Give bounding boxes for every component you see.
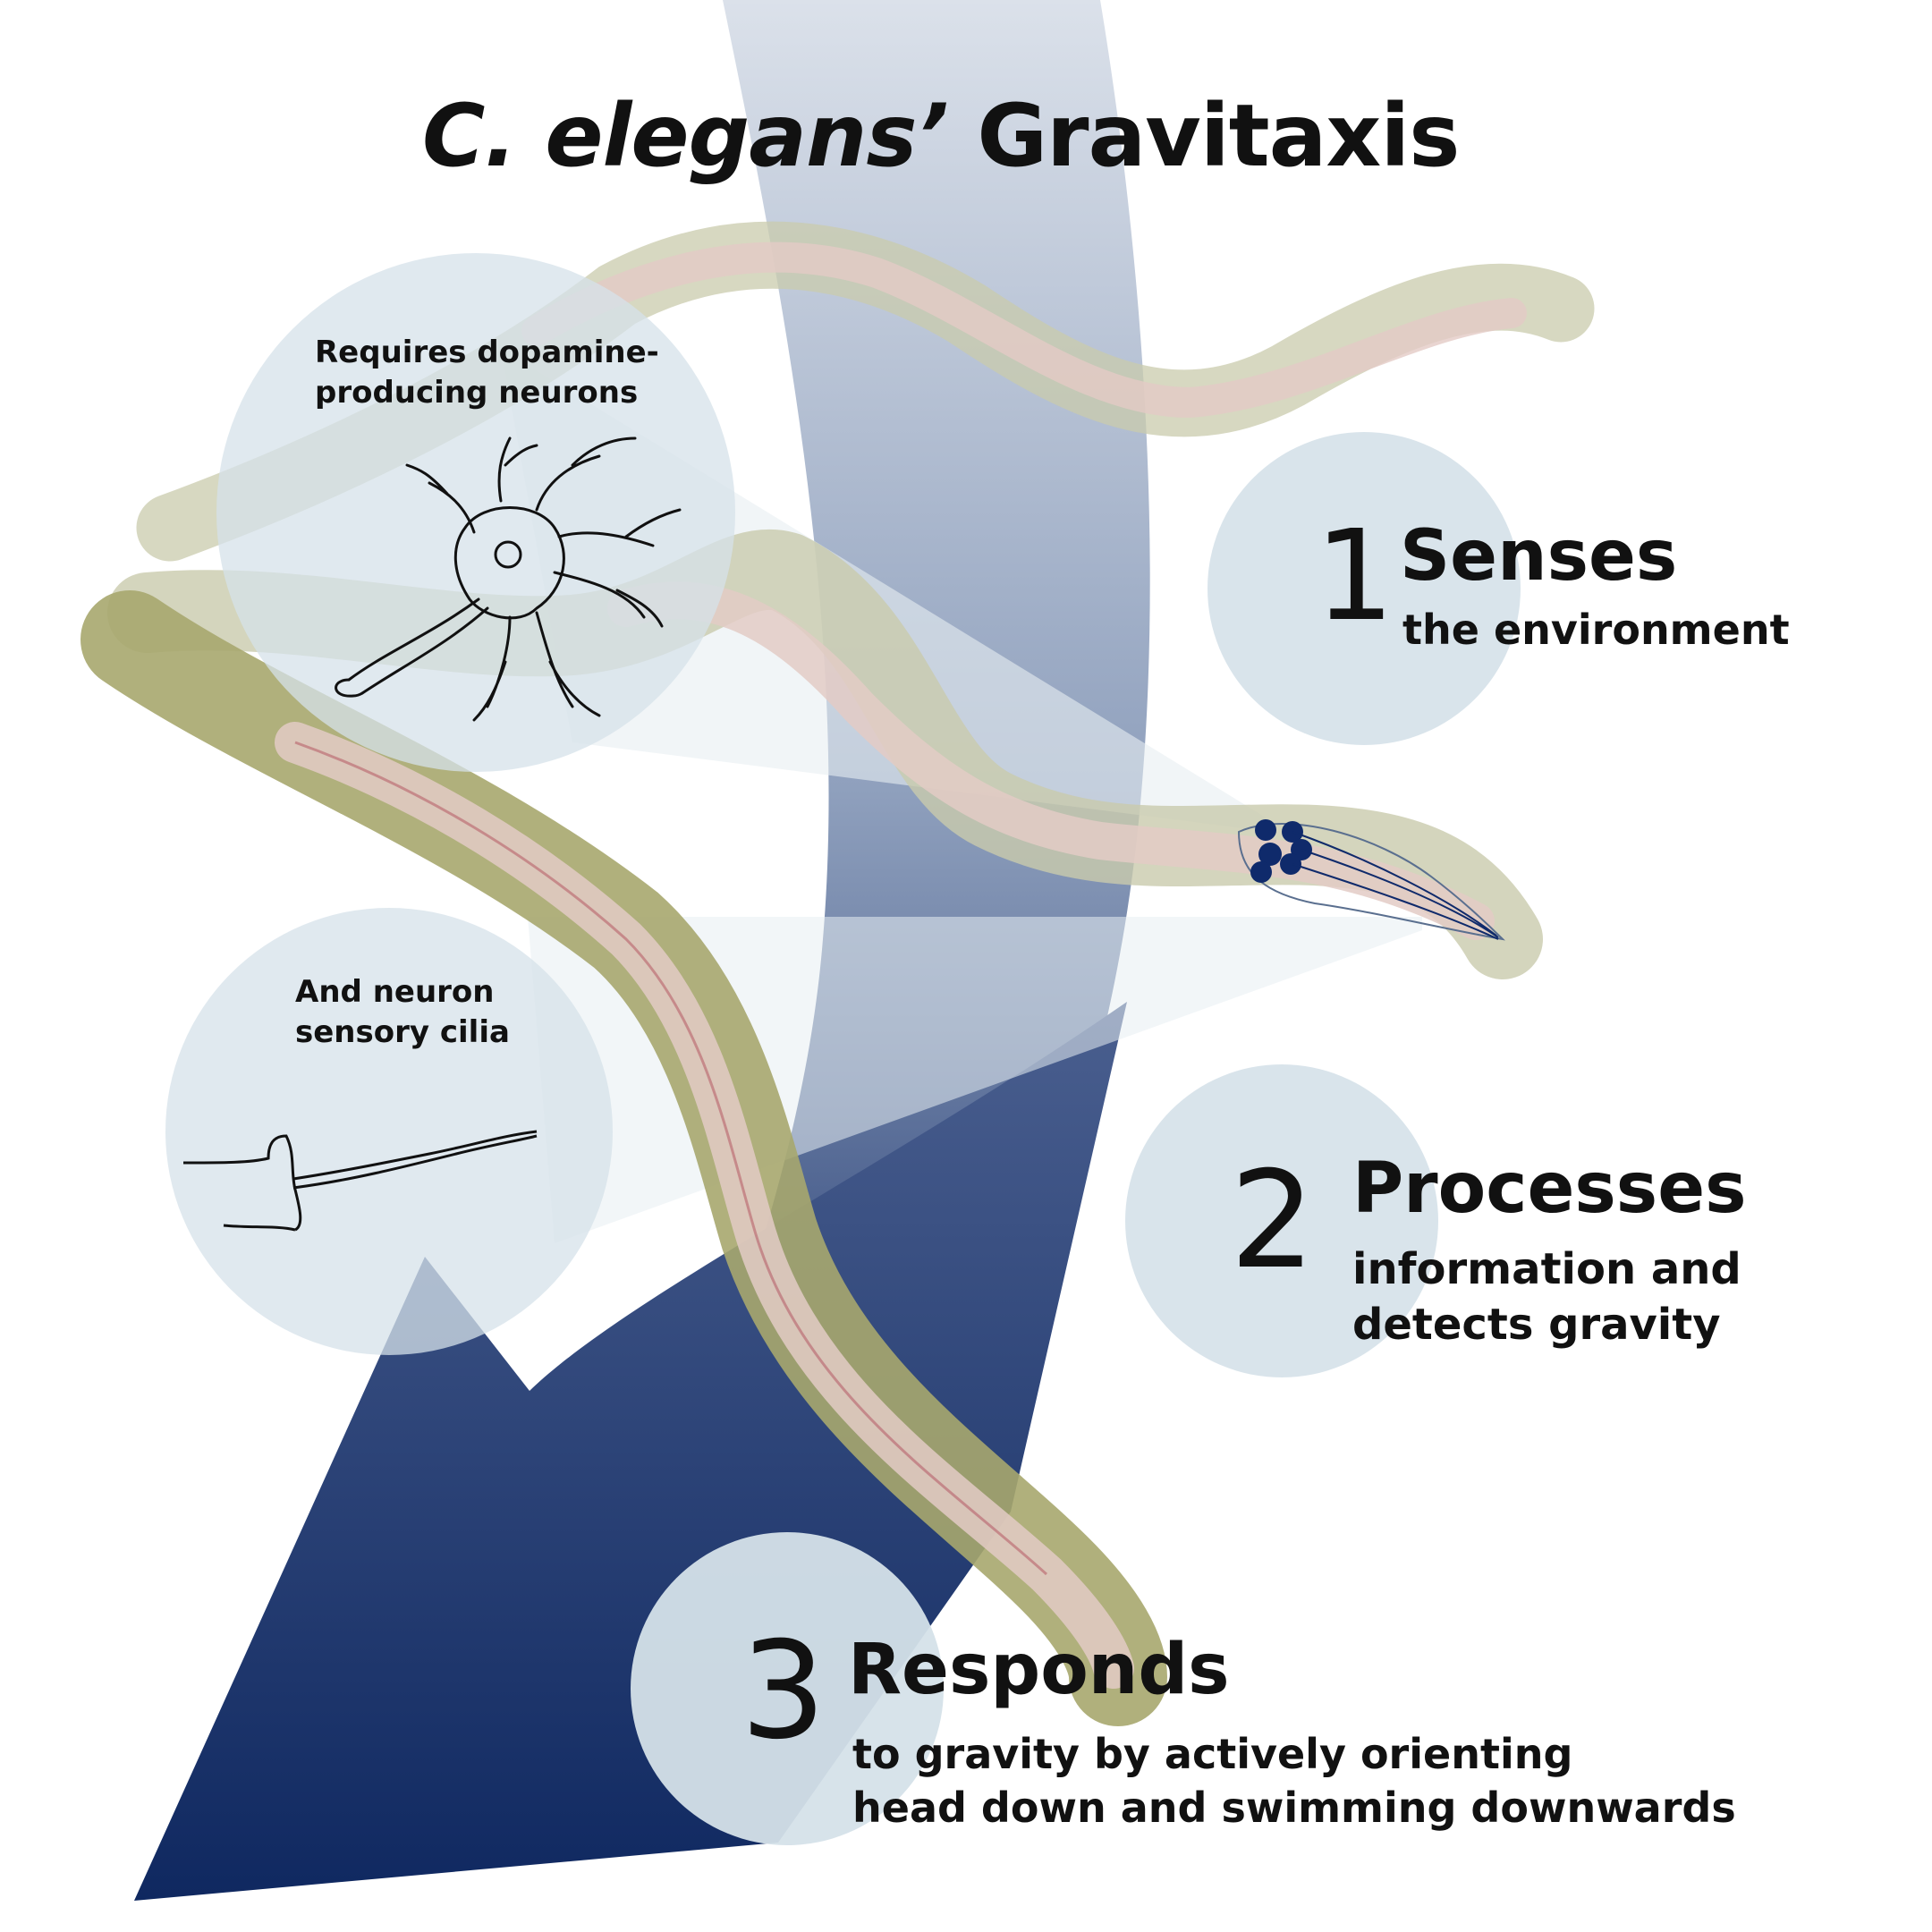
step-1-number: 1 bbox=[1315, 504, 1395, 649]
title-plain: Gravitaxis bbox=[947, 86, 1460, 186]
sensory-neuron-cluster bbox=[1250, 819, 1312, 883]
cilia-note: And neuron sensory cilia bbox=[295, 974, 510, 1051]
step-3-number: 3 bbox=[741, 1614, 826, 1769]
step-2-detail: information and detects gravity bbox=[1352, 1244, 1741, 1351]
inset-dopamine-neuron bbox=[216, 253, 735, 772]
step-3-heading: Responds bbox=[848, 1630, 1230, 1710]
step-1-heading: Senses bbox=[1400, 516, 1678, 597]
page-title: C. elegans’ Gravitaxis bbox=[422, 86, 1460, 186]
step-3-detail: to gravity by actively orienting head do… bbox=[852, 1730, 1736, 1832]
worm-diving bbox=[80, 590, 1167, 1726]
title-italic: C. elegans’ bbox=[422, 86, 949, 186]
step-2-heading: Processes bbox=[1352, 1148, 1747, 1229]
step-2-circle bbox=[1125, 1064, 1438, 1377]
inset-sensory-cilia bbox=[165, 908, 613, 1355]
step-1-detail: the environment bbox=[1402, 606, 1790, 654]
step-3-circle bbox=[631, 1532, 944, 1845]
dopamine-note: Requires dopamine- producing neurons bbox=[315, 335, 659, 411]
step-2-number: 2 bbox=[1230, 1143, 1316, 1299]
step-1-circle bbox=[1208, 432, 1521, 745]
